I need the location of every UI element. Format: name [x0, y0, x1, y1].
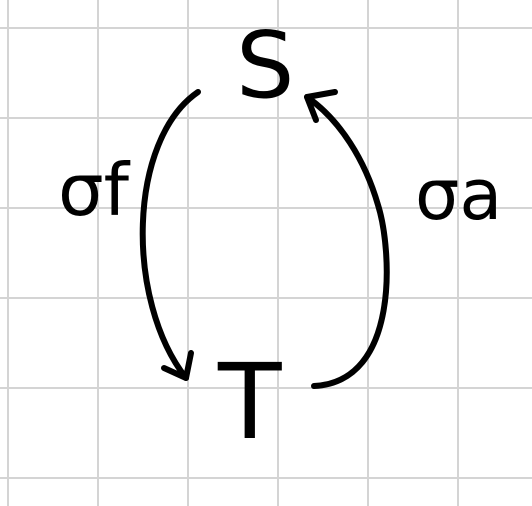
arrow-s-to-t — [139, 89, 201, 381]
node-s-label: S — [236, 12, 295, 119]
edge-t-to-s-label: σa — [415, 154, 503, 236]
arrowhead-s-to-t — [161, 350, 194, 381]
arrowhead-t-to-s — [304, 89, 338, 123]
arrow-t-to-s — [304, 94, 390, 389]
edge-s-to-t-label: σf — [58, 148, 129, 232]
node-t-label: T — [218, 341, 282, 463]
